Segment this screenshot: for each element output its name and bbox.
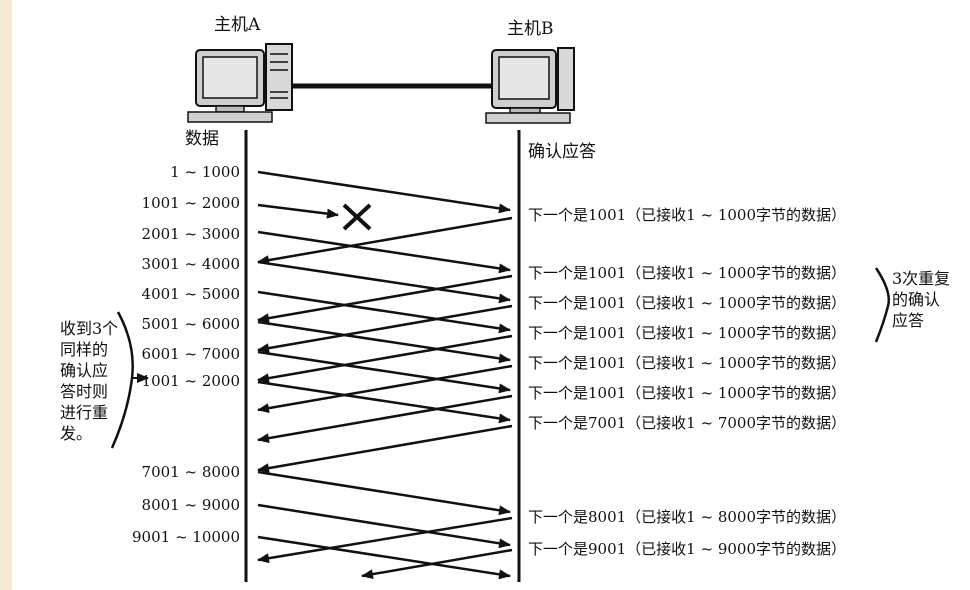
- left-brace: [110, 311, 149, 449]
- host-a-computer-icon: [187, 43, 293, 123]
- ack-label: 下一个是8001（已接收1 ~ 8000字节的数据）: [528, 508, 846, 526]
- lost-packet-cross-icon: [342, 203, 372, 231]
- ack-column-heading: 确认应答: [528, 142, 596, 162]
- data-arrow-3: [257, 230, 511, 274]
- segment-label: 5001 ~ 6000: [141, 315, 240, 333]
- ack-arrow-9: [361, 548, 513, 580]
- segment-label: 1 ~ 1000: [170, 163, 240, 181]
- left-annotation: 收到3个 同样的 确认应 答时则 进行重 发。: [60, 318, 118, 444]
- page-border: [0, 0, 12, 590]
- note-line: 进行重: [60, 403, 109, 422]
- segment-label: 7001 ~ 8000: [141, 463, 240, 481]
- data-arrow-retransmit: [257, 380, 511, 424]
- segment-label: 8001 ~ 9000: [141, 496, 240, 514]
- data-column-heading: 数据: [185, 129, 219, 149]
- note-line: 确认应: [60, 361, 109, 380]
- ack-label: 下一个是1001（已接收1 ~ 1000字节的数据）: [528, 324, 846, 342]
- host-b-label: 主机B: [507, 19, 554, 39]
- ack-arrow-6: [257, 394, 513, 444]
- ack-label: 下一个是9001（已接收1 ~ 9000字节的数据）: [528, 540, 846, 558]
- data-arrow-5: [257, 290, 511, 334]
- note-line: 发。: [60, 424, 93, 443]
- note-line: 应答: [892, 311, 925, 330]
- note-line: 答时则: [60, 382, 109, 401]
- ack-label: 下一个是1001（已接收1 ~ 1000字节的数据）: [528, 206, 846, 224]
- ack-label: 下一个是1001（已接收1 ~ 1000字节的数据）: [528, 384, 846, 402]
- host-a-label: 主机A: [214, 15, 261, 35]
- segment-label: 9001 ~ 10000: [132, 528, 240, 546]
- segment-label-retransmit: 1001 ~ 2000: [141, 372, 240, 390]
- host-b-computer-icon: [485, 47, 575, 124]
- ack-arrow-1: [257, 216, 513, 266]
- ack-arrow-8: [257, 516, 513, 564]
- segment-label: 4001 ~ 5000: [141, 285, 240, 303]
- ack-arrow-7: [257, 424, 513, 474]
- ack-label: 下一个是7001（已接收1 ~ 7000字节的数据）: [528, 414, 846, 432]
- ack-arrow-3: [257, 304, 513, 354]
- data-arrow-8: [257, 470, 511, 516]
- note-line: 收到3个: [60, 319, 119, 338]
- data-arrow-2-lost: [257, 203, 339, 219]
- data-arrow-1: [257, 170, 511, 214]
- ack-arrow-4: [257, 334, 513, 384]
- note-line: 的确认: [892, 290, 941, 309]
- note-line: 3次重复: [892, 269, 951, 288]
- ack-label: 下一个是1001（已接收1 ~ 1000字节的数据）: [528, 264, 846, 282]
- note-line: 同样的: [60, 340, 109, 359]
- ack-arrow-5: [257, 364, 513, 414]
- data-arrow-4: [257, 260, 511, 304]
- segment-label: 6001 ~ 7000: [141, 345, 240, 363]
- data-arrow-6: [257, 320, 511, 364]
- ack-label: 下一个是1001（已接收1 ~ 1000字节的数据）: [528, 354, 846, 372]
- data-arrow-9: [257, 503, 511, 549]
- right-brace: [874, 267, 890, 343]
- data-arrow-7: [257, 350, 511, 394]
- ack-arrow-2: [257, 274, 513, 324]
- segment-label: 1001 ~ 2000: [141, 194, 240, 212]
- data-arrow-10: [257, 535, 511, 580]
- segment-label: 3001 ~ 4000: [141, 255, 240, 273]
- segment-label: 2001 ~ 3000: [141, 225, 240, 243]
- right-annotation: 3次重复 的确认 应答: [892, 268, 950, 331]
- ack-label: 下一个是1001（已接收1 ~ 1000字节的数据）: [528, 294, 846, 312]
